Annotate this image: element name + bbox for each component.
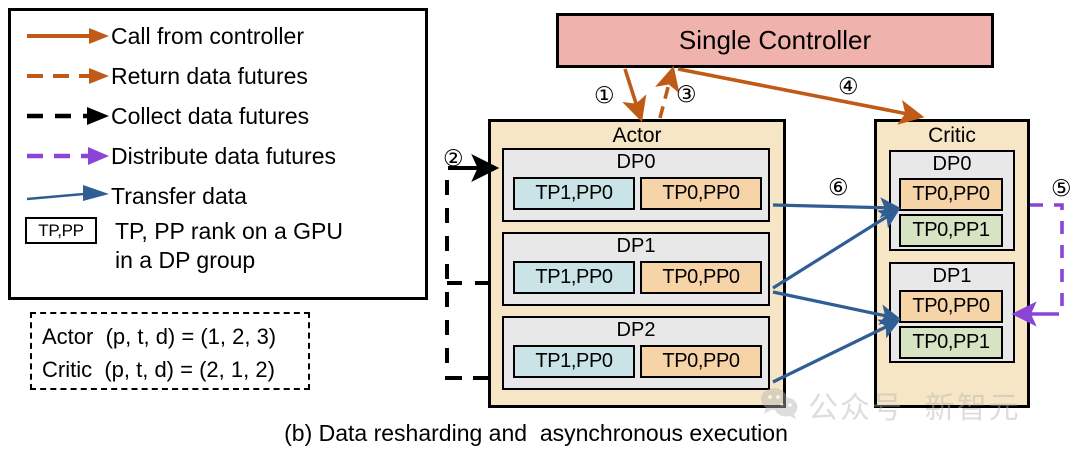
arrow-distribute-data-futures-bracket	[1030, 203, 1064, 316]
actor-box: Actor DP0 TP1,PP0 TP0,PP0 DP1 TP1,PP0 TP…	[488, 119, 786, 408]
legend-label: Call from controller	[111, 23, 304, 49]
actor-title: Actor	[612, 124, 662, 147]
step-number-5: ⑤	[1051, 176, 1072, 202]
critic-dp-group-1: DP1 TP0,PP0 TP0,PP1	[889, 262, 1015, 363]
legend-swatch-description: TP, PP rank on a GPU in a DP group	[115, 217, 343, 275]
arrow-solid-orange-icon	[21, 19, 111, 53]
actor-dp-group-2: DP2 TP1,PP0 TP0,PP0	[502, 316, 770, 390]
legend-swatch-description-line1: TP, PP rank on a GPU	[115, 218, 343, 244]
actor-dp-group-0-title: DP0	[616, 151, 656, 173]
critic-dp0-gpu-0: TP0,PP0	[899, 178, 1003, 211]
arrow-solid-blue-icon	[21, 179, 111, 213]
single-controller-label: Single Controller	[678, 25, 872, 55]
critic-dp-group-0: DP0 TP0,PP0 TP0,PP1	[889, 150, 1015, 251]
gpu-rank-swatch: TP,PP	[21, 217, 115, 251]
step-number-6: ⑥	[828, 175, 849, 201]
step-number-2: ②	[443, 146, 464, 172]
legend-item-gpu-swatch: TP,PP TP, PP rank on a GPU in a DP group	[21, 217, 343, 273]
arrow-dashed-orange-icon	[21, 59, 111, 93]
wechat-logo-icon	[760, 386, 800, 425]
actor-dp0-gpu-0: TP1,PP0	[513, 177, 635, 210]
actor-dp0-gpu-1: TP0,PP0	[640, 177, 762, 210]
actor-dp-group-2-title: DP2	[616, 319, 656, 341]
step-number-1: ①	[594, 83, 615, 109]
legend-label: Transfer data	[111, 183, 247, 209]
critic-dp0-gpu-1: TP0,PP1	[899, 214, 1003, 247]
critic-dp-group-1-title: DP1	[932, 265, 972, 287]
legend-item-distribute-data-futures: Distribute data futures	[21, 139, 336, 173]
parallelism-config-box: Actor (p, t, d) = (1, 2, 3) Critic (p, t…	[30, 312, 310, 390]
legend-label: Distribute data futures	[111, 143, 337, 169]
legend-item-return-data-futures: Return data futures	[21, 59, 308, 93]
critic-dp1-gpu-1: TP0,PP1	[899, 326, 1003, 359]
gpu-rank-swatch-label: TP,PP	[25, 217, 97, 244]
critic-dp-group-0-title: DP0	[932, 153, 972, 175]
arrow-call-from-controller-to-actor	[622, 68, 647, 123]
legend-label: Return data futures	[111, 63, 308, 89]
critic-title: Critic	[928, 124, 976, 147]
arrow-dashed-purple-icon	[21, 139, 111, 173]
arrow-dashed-black-icon	[21, 99, 111, 133]
single-controller-box: Single Controller	[556, 13, 994, 68]
actor-dp1-gpu-1: TP0,PP0	[640, 261, 762, 294]
legend-item-collect-data-futures: Collect data futures	[21, 99, 309, 133]
figure-caption: (b) Data resharding and asynchronous exe…	[284, 420, 788, 446]
legend-label: Collect data futures	[111, 103, 310, 129]
step-number-3: ③	[676, 82, 697, 108]
legend-swatch-description-line2: in a DP group	[115, 247, 256, 273]
actor-dp-group-1-title: DP1	[616, 235, 656, 257]
arrow-return-data-futures-actor-to-controller	[655, 65, 680, 119]
critic-dp1-gpu-0: TP0,PP0	[899, 290, 1003, 323]
legend-item-transfer-data: Transfer data	[21, 179, 247, 213]
legend-panel: Call from controller Return data futures…	[8, 8, 428, 300]
watermark-text: 公众号 新智元	[808, 392, 1021, 425]
actor-dp-group-1: DP1 TP1,PP0 TP0,PP0	[502, 232, 770, 306]
actor-dp-group-0: DP0 TP1,PP0 TP0,PP0	[502, 148, 770, 222]
actor-dp2-gpu-0: TP1,PP0	[513, 345, 635, 378]
config-line-actor: Actor (p, t, d) = (1, 2, 3)	[42, 324, 277, 349]
actor-dp1-gpu-0: TP1,PP0	[513, 261, 635, 294]
watermark: 公众号 新智元	[760, 382, 1070, 428]
step-number-4: ④	[838, 74, 859, 100]
arrow-call-from-controller-to-critic	[677, 67, 925, 125]
arrow-collect-data-futures-bracket	[445, 166, 488, 380]
legend-item-call-from-controller: Call from controller	[21, 19, 304, 53]
actor-dp2-gpu-1: TP0,PP0	[640, 345, 762, 378]
config-line-critic: Critic (p, t, d) = (2, 1, 2)	[42, 357, 275, 382]
critic-box: Critic DP0 TP0,PP0 TP0,PP1 DP1 TP0,PP0 T…	[874, 119, 1030, 408]
